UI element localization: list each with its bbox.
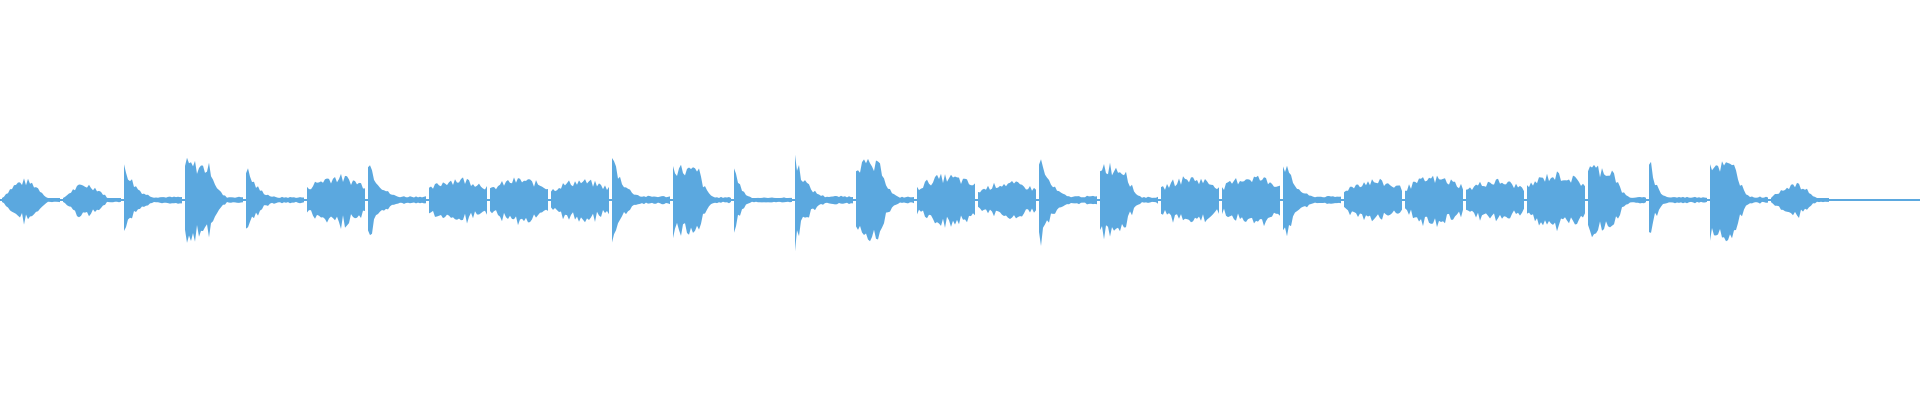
waveform-segment <box>1649 161 1707 233</box>
waveform-segment <box>1039 159 1097 246</box>
waveform-segment <box>490 177 548 226</box>
waveform-segment <box>795 154 853 252</box>
waveform-segment <box>1527 171 1585 232</box>
waveform-segment <box>673 164 731 239</box>
waveform-segment <box>124 164 182 231</box>
waveform-segment <box>2 178 60 225</box>
waveform-baseline <box>0 199 1920 201</box>
waveform-segment <box>1405 175 1463 228</box>
waveform-segment <box>307 173 365 229</box>
waveform-segment <box>246 168 304 229</box>
waveform-segment <box>1710 161 1768 242</box>
waveform-segment <box>1588 164 1646 238</box>
